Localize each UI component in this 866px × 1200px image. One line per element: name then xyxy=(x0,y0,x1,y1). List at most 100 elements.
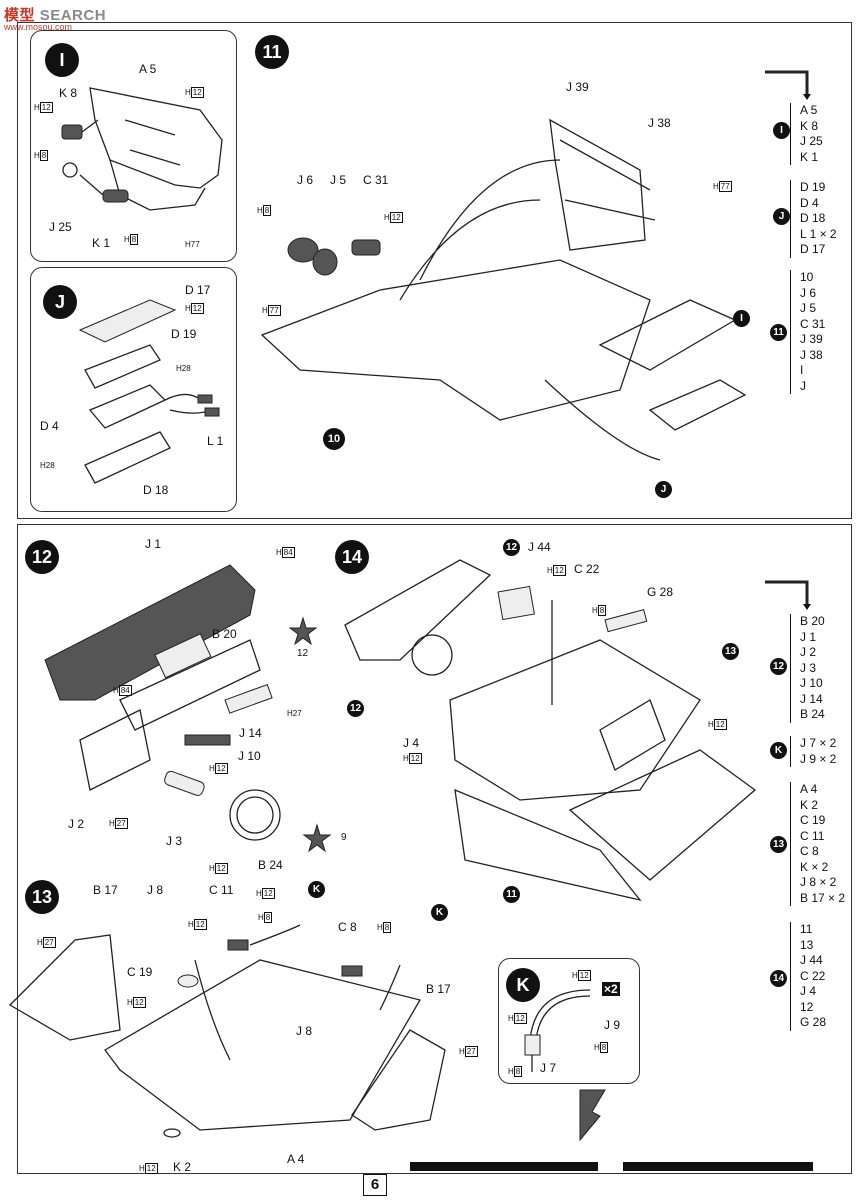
order-11-item: J 5 xyxy=(800,301,817,315)
order-14-item: C 22 xyxy=(800,968,826,983)
bottom-frame xyxy=(17,524,852,1174)
order-k-badge: K xyxy=(770,742,787,759)
order-13-item: J 8 × 2 xyxy=(800,875,837,889)
step-13-sub-badge-k-b: K xyxy=(431,904,448,921)
step-i-badge: I xyxy=(45,43,79,77)
order-12-item: J 2 xyxy=(800,645,817,659)
order-14-item: 12 xyxy=(800,999,814,1014)
order-14-item: G 28 xyxy=(800,1015,827,1029)
order-j-item: D 17 xyxy=(800,242,826,256)
order-j-item: D 18 xyxy=(800,211,826,225)
order-11-item: I xyxy=(800,363,804,377)
step-14-drawing xyxy=(344,559,757,902)
step-12-label-j2: J 2 xyxy=(68,817,85,831)
step-14-sub-badge-11: 11 xyxy=(503,886,520,903)
order-group-13: A 4 K 2 C 19 C 11 C 8 K × 2 J 8 × 2 B 17… xyxy=(790,782,845,906)
step-j-h28-b: H28 xyxy=(40,461,55,470)
step-j-label-d4: D 4 xyxy=(40,419,59,433)
step-i-label-a5: A 5 xyxy=(139,62,157,76)
step-11-label-c31: C 31 xyxy=(363,173,389,187)
order-12-item: J 14 xyxy=(800,691,823,706)
order-13-item: K 2 xyxy=(800,797,819,812)
order-13-item: C 11 xyxy=(800,828,825,843)
watermark-url: www.mosou.com xyxy=(4,22,73,32)
step-14-sub-badge-12a: 12 xyxy=(503,539,520,556)
step-11-sub-badge-10: 10 xyxy=(323,428,345,450)
order-11-item: J xyxy=(800,378,806,393)
top-frame xyxy=(17,22,852,519)
step-13-label-c19: C 19 xyxy=(127,965,153,979)
footer-bar-right xyxy=(623,1162,813,1171)
step-k-label-j7: J 7 xyxy=(540,1061,557,1075)
step-14-label-g28: G 28 xyxy=(647,585,674,599)
order-j-item: L 1 × 2 xyxy=(800,226,837,241)
step-j-label-l1: L 1 xyxy=(207,434,224,448)
order-12-item: B 24 xyxy=(800,707,825,721)
order-11-item: J 6 xyxy=(800,285,817,300)
step-12-label-j10: J 10 xyxy=(238,749,261,763)
step-13-label-b17-a: B 17 xyxy=(93,883,118,897)
step-12-h27-a: H27 xyxy=(287,709,302,718)
step-14-label-c22: C 22 xyxy=(574,562,600,576)
order-k-item: J 7 × 2 xyxy=(800,736,837,750)
step-12-label-b24: B 24 xyxy=(258,858,283,872)
step-13-label-j8-b: J 8 xyxy=(296,1024,313,1038)
order-group-11: 10 J 6 J 5 C 31 J 39 J 38 I J xyxy=(790,270,825,394)
step-j-label-d19: D 19 xyxy=(171,327,197,341)
order-11-item: C 31 xyxy=(800,316,826,331)
order-k-item: J 9 × 2 xyxy=(800,751,837,766)
order-i-item: K 8 xyxy=(800,118,819,133)
step-j-h28-a: H28 xyxy=(176,364,191,373)
step-13-label-a4: A 4 xyxy=(287,1152,305,1166)
order-14-badge: 14 xyxy=(770,970,787,987)
step-13-label-b17-b: B 17 xyxy=(426,982,451,996)
order-group-14: 11 13 J 44 C 22 J 4 12 G 28 xyxy=(790,922,826,1031)
order-j-item: D 19 xyxy=(800,180,826,194)
step-14-label-j44: J 44 xyxy=(528,540,551,554)
step-14-sub-badge-12b: 12 xyxy=(347,700,364,717)
order-12-item: B 20 xyxy=(800,614,825,628)
step-14-badge: 14 xyxy=(335,540,369,574)
order-13-item: K × 2 xyxy=(800,859,829,874)
step-13-sub-badge-k-a: K xyxy=(308,881,325,898)
order-12-item: J 1 xyxy=(800,629,817,644)
step-12-label-j1: J 1 xyxy=(145,537,162,551)
order-14-item: 13 xyxy=(800,937,814,952)
step-13-badge: 13 xyxy=(25,880,59,914)
step-12-label-j3: J 3 xyxy=(166,834,183,848)
order-13-badge: 13 xyxy=(770,836,787,853)
step-11-sub-badge-i: I xyxy=(733,310,750,327)
order-11-item: J 39 xyxy=(800,332,823,346)
step-i-label-k1: K 1 xyxy=(92,236,111,250)
step-k-drawing xyxy=(524,989,606,1142)
step-11-badge: 11 xyxy=(255,35,289,69)
step-12-decal-ref-b: 9 xyxy=(341,832,347,843)
step-11-label-j6: J 6 xyxy=(297,173,314,187)
step-k-panel xyxy=(498,958,640,1084)
step-11-label-j39: J 39 xyxy=(566,80,589,94)
order-group-k: J 7 × 2 J 9 × 2 xyxy=(790,736,836,767)
step-i-label-j25: J 25 xyxy=(49,220,72,234)
order-11-item: 10 xyxy=(800,270,814,284)
step-11-drawing xyxy=(260,118,747,461)
page-number: 6 xyxy=(363,1174,387,1196)
step-12-label-b20: B 20 xyxy=(212,627,237,641)
order-12-badge: 12 xyxy=(770,658,787,675)
